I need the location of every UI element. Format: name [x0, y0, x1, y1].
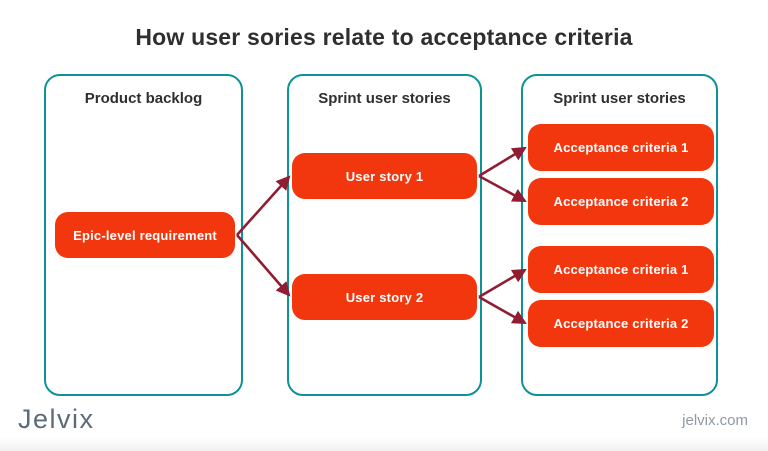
node-acceptance-criteria-2-bottom: Acceptance criteria 2: [528, 300, 714, 347]
node-user-story-1: User story 1: [292, 153, 477, 199]
diagram-title: How user sories relate to acceptance cri…: [135, 24, 633, 50]
node-acceptance-criteria-1-top: Acceptance criteria 1: [528, 124, 714, 171]
node-acceptance-criteria-1-bottom: Acceptance criteria 1: [528, 246, 714, 293]
arrow-epic-to-us2: [236, 234, 291, 297]
arrow-us1-to-ac2: [478, 174, 527, 203]
arrow-us2-to-ac3: [478, 268, 527, 299]
column-header-sprint-user-stories: Sprint user stories: [318, 90, 451, 107]
arrow-epic-to-us1: [236, 175, 291, 236]
column-header-acceptance-criteria: Sprint user stories: [553, 90, 686, 107]
website-url: jelvix.com: [682, 412, 748, 429]
bottom-edge-fade: [0, 437, 768, 451]
node-user-story-2: User story 2: [292, 274, 477, 320]
node-epic-level-requirement: Epic-level requirement: [55, 212, 235, 258]
node-acceptance-criteria-2-top: Acceptance criteria 2: [528, 178, 714, 225]
jelvix-logo: Jelvix: [18, 404, 95, 434]
column-header-product-backlog: Product backlog: [84, 90, 203, 107]
column-sprint-user-stories: Sprint user stories: [287, 74, 482, 396]
arrow-us2-to-ac4: [478, 295, 527, 325]
column-acceptance-criteria: Sprint user stories: [521, 74, 718, 396]
arrow-us1-to-ac1: [478, 146, 527, 178]
